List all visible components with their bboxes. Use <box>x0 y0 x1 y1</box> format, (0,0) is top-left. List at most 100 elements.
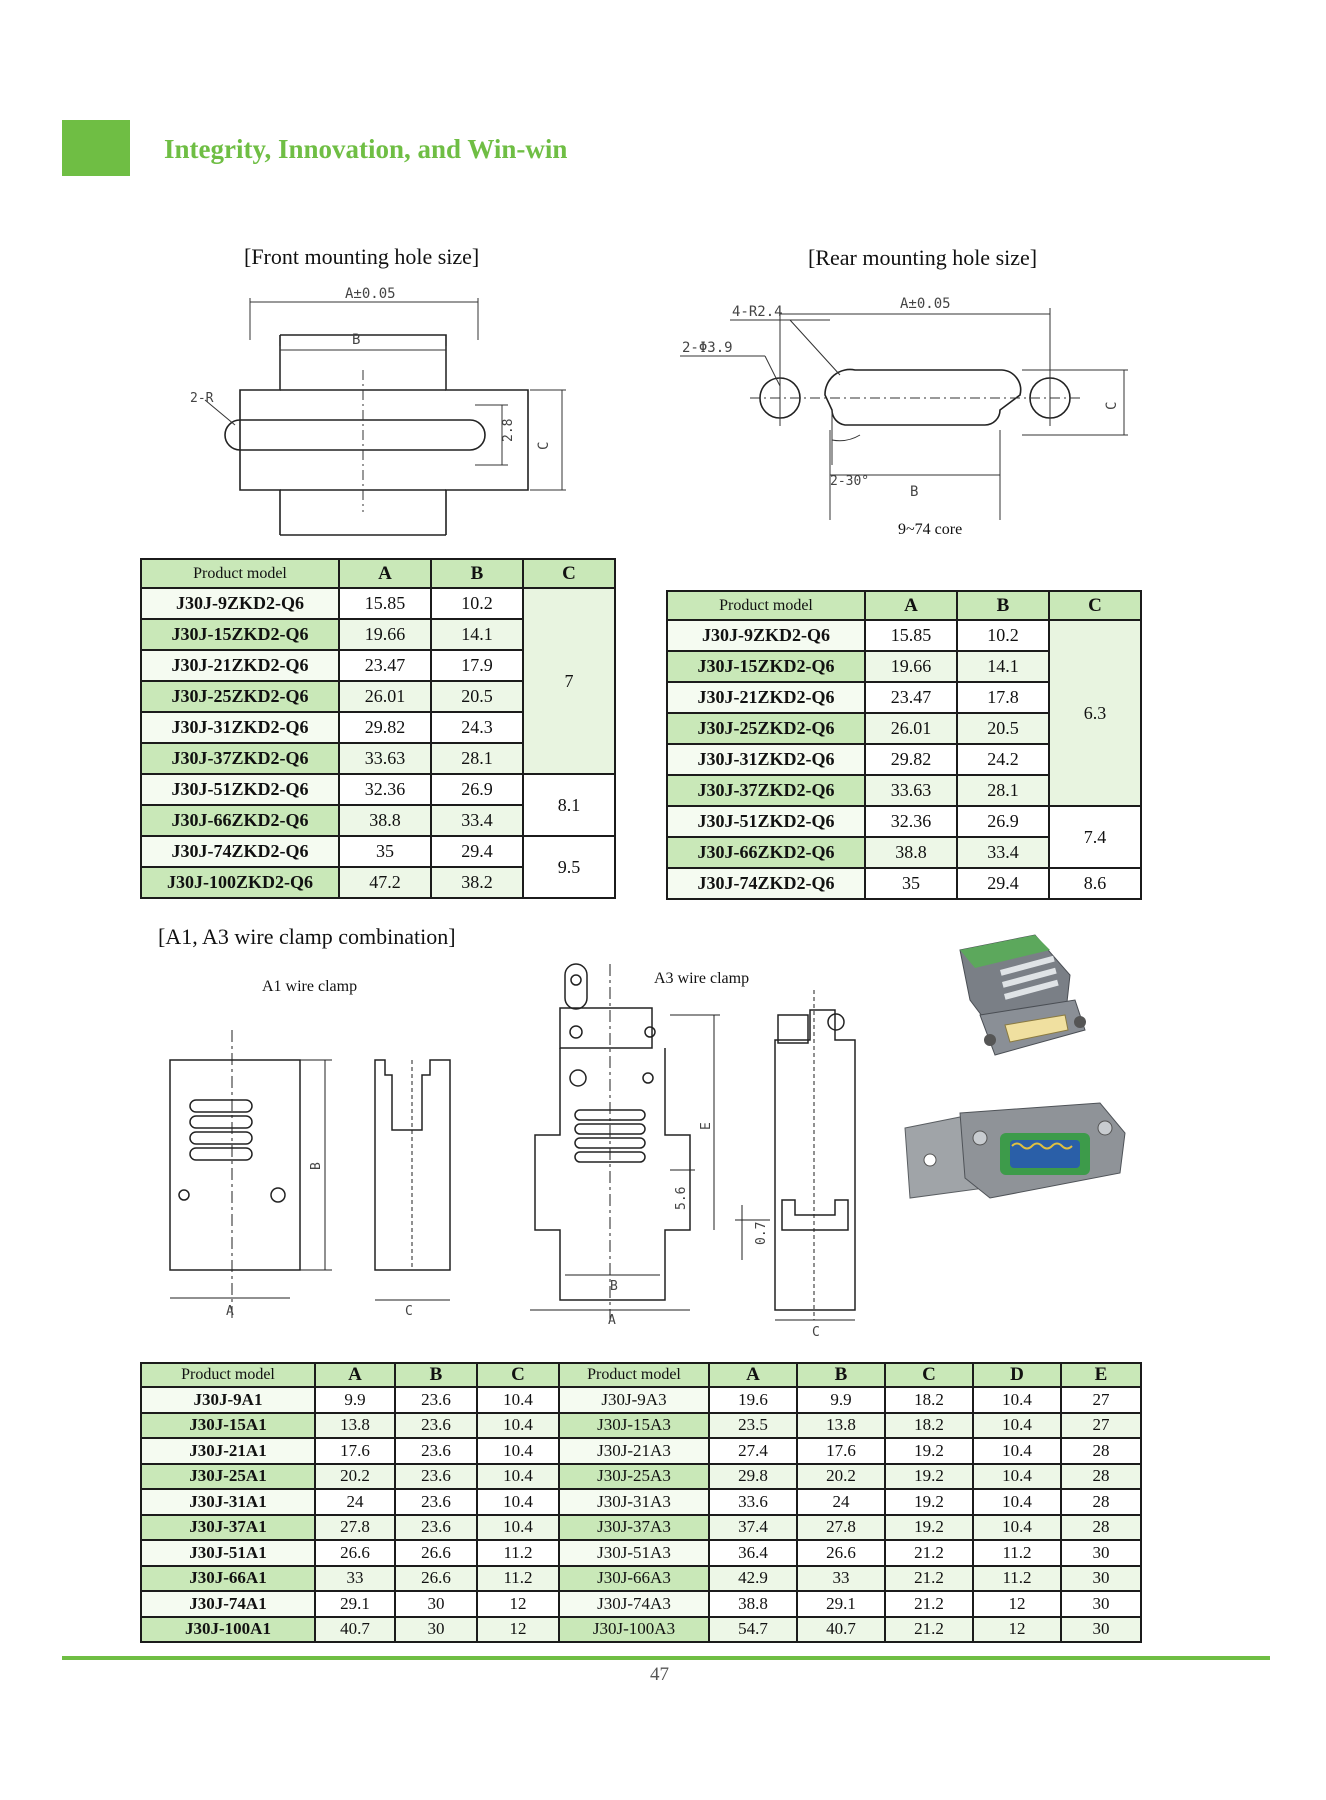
col-header: Product model <box>140 558 340 589</box>
product-model-cell: J30J-66A1 <box>140 1564 316 1592</box>
dimension-cell: 28 <box>1060 1437 1142 1465</box>
dimension-cell: 24.3 <box>430 711 524 744</box>
dimension-cell: 29.1 <box>314 1590 396 1618</box>
product-model-cell: J30J-25A1 <box>140 1462 316 1490</box>
dimension-cell: 30 <box>1060 1539 1142 1567</box>
dimension-cell: 29.82 <box>864 743 958 776</box>
dimension-cell: 26.9 <box>430 773 524 806</box>
front-dim-c: C <box>536 442 552 450</box>
dimension-cell: 33.63 <box>338 742 432 775</box>
front-dim-h: 2.8 <box>501 419 516 442</box>
dimension-cell: 47.2 <box>338 866 432 899</box>
dimension-cell: 10.2 <box>430 587 524 620</box>
dimension-cell: 29.1 <box>796 1590 886 1618</box>
dimension-cell: 12 <box>476 1590 560 1618</box>
col-header: A <box>314 1362 396 1388</box>
front-dim-b: B <box>352 332 360 348</box>
rear-dim-angle: 2-30° <box>830 474 869 489</box>
dimension-cell: 21.2 <box>884 1615 974 1643</box>
product-model-cell: J30J-51A3 <box>558 1539 710 1567</box>
dimension-cell: 19.2 <box>884 1462 974 1490</box>
dimension-cell: 14.1 <box>430 618 524 651</box>
product-model-cell: J30J-100A3 <box>558 1615 710 1643</box>
dimension-cell: 30 <box>1060 1615 1142 1643</box>
dimension-cell: 27 <box>1060 1411 1142 1439</box>
dimension-cell: 19.6 <box>708 1386 798 1414</box>
front-dim-a: A±0.05 <box>345 286 396 302</box>
a1-clamp-drawing: A B C <box>169 1030 451 1320</box>
rear-dim-r: 4-R2.4 <box>732 304 783 320</box>
dimension-cell: 9.9 <box>314 1386 396 1414</box>
dimension-cell: 17.6 <box>314 1437 396 1465</box>
page-number: 47 <box>650 1664 669 1685</box>
dimension-cell: 23.47 <box>338 649 432 682</box>
dimension-cell: 20.2 <box>314 1462 396 1490</box>
dimension-cell: 17.9 <box>430 649 524 682</box>
product-model-cell: J30J-51ZKD2-Q6 <box>140 773 340 806</box>
front-dim-r: 2-R <box>190 391 214 406</box>
c-value: 6.3 <box>1048 619 1142 807</box>
c-value: 7.4 <box>1048 805 1142 869</box>
dimension-cell: 54.7 <box>708 1615 798 1643</box>
dimension-cell: 20.5 <box>430 680 524 713</box>
a3-dim-b: B <box>610 1279 618 1294</box>
dimension-cell: 19.2 <box>884 1437 974 1465</box>
product-model-cell: J30J-51ZKD2-Q6 <box>666 805 866 838</box>
dimension-cell: 17.6 <box>796 1437 886 1465</box>
dimension-cell: 33.4 <box>956 836 1050 869</box>
dimension-cell: 36.4 <box>708 1539 798 1567</box>
a1-dim-c: C <box>405 1304 413 1319</box>
col-header: C <box>522 558 616 589</box>
dimension-cell: 18.2 <box>884 1386 974 1414</box>
dimension-cell: 9.9 <box>796 1386 886 1414</box>
dimension-cell: 10.4 <box>476 1386 560 1414</box>
product-model-cell: J30J-9ZKD2-Q6 <box>140 587 340 620</box>
dimension-cell: 13.8 <box>796 1411 886 1439</box>
c-value: 9.5 <box>522 835 616 899</box>
product-model-cell: J30J-37ZKD2-Q6 <box>140 742 340 775</box>
dimension-cell: 18.2 <box>884 1411 974 1439</box>
dimension-cell: 37.4 <box>708 1513 798 1541</box>
product-model-cell: J30J-66ZKD2-Q6 <box>140 804 340 837</box>
dimension-cell: 35 <box>864 867 958 900</box>
dimension-cell: 23.6 <box>394 1488 478 1516</box>
dimension-cell: 28 <box>1060 1462 1142 1490</box>
product-model-cell: J30J-21A1 <box>140 1437 316 1465</box>
dimension-cell: 32.36 <box>864 805 958 838</box>
product-model-cell: J30J-15ZKD2-Q6 <box>140 618 340 651</box>
dimension-cell: 10.4 <box>476 1488 560 1516</box>
dimension-cell: 26.6 <box>394 1564 478 1592</box>
dimension-cell: 26.01 <box>338 680 432 713</box>
rear-dim-c: C <box>1104 402 1120 410</box>
dimension-cell: 17.8 <box>956 681 1050 714</box>
product-model-cell: J30J-15A1 <box>140 1411 316 1439</box>
product-model-cell: J30J-66A3 <box>558 1564 710 1592</box>
a1-dim-b: B <box>309 1162 324 1170</box>
front-hole-drawing: A±0.05 B 2-R 2.8 C <box>190 286 566 536</box>
product-model-cell: J30J-51A1 <box>140 1539 316 1567</box>
dimension-cell: 10.4 <box>972 1488 1062 1516</box>
product-model-cell: J30J-100ZKD2-Q6 <box>140 866 340 899</box>
dimension-cell: 10.2 <box>956 619 1050 652</box>
product-model-cell: J30J-9A1 <box>140 1386 316 1414</box>
dimension-cell: 27.8 <box>314 1513 396 1541</box>
dimension-cell: 28.1 <box>430 742 524 775</box>
dimension-cell: 30 <box>1060 1590 1142 1618</box>
dimension-cell: 11.2 <box>476 1539 560 1567</box>
dimension-cell: 28 <box>1060 1513 1142 1541</box>
col-header: Product model <box>558 1362 710 1388</box>
dimension-cell: 15.85 <box>338 587 432 620</box>
dimension-cell: 29.4 <box>956 867 1050 900</box>
